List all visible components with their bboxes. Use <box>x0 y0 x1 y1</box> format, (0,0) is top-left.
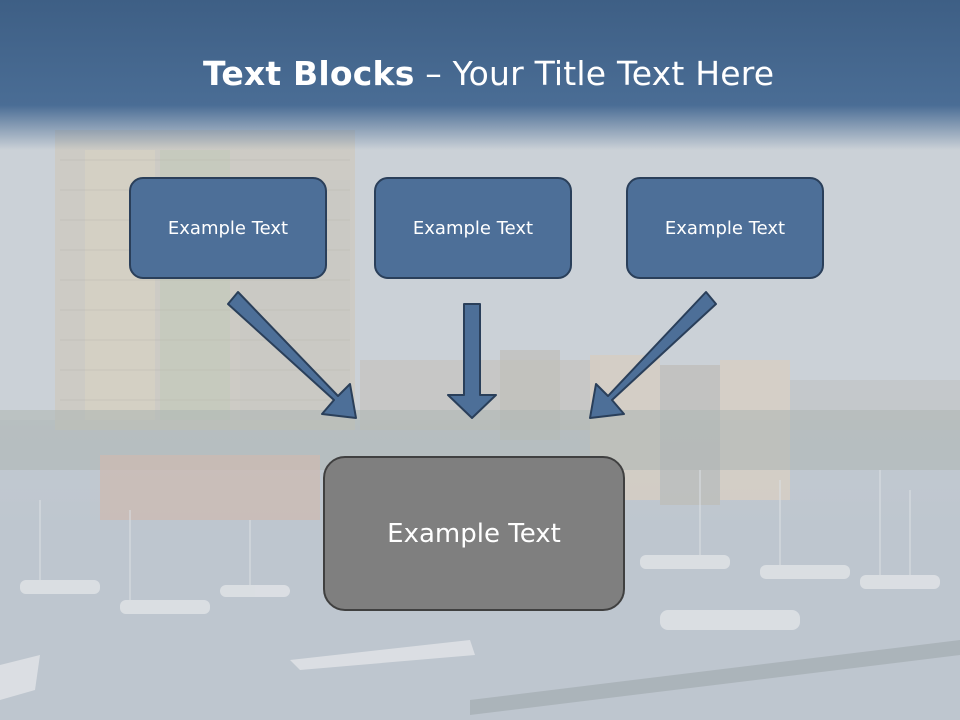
text-block-label: Example Text <box>412 217 534 239</box>
title-bar <box>0 0 960 150</box>
text-block-3[interactable]: Example Text <box>626 177 824 279</box>
text-block-label: Example Text <box>167 217 289 239</box>
title-rest-text: Your Title Text Here <box>452 54 775 93</box>
title-bold-text: Text Blocks <box>203 54 415 93</box>
text-block-2[interactable]: Example Text <box>374 177 572 279</box>
text-block-label: Example Text <box>664 217 786 239</box>
slide-title[interactable]: Text Blocks – Your Title Text Here <box>203 54 774 93</box>
title-dash: – <box>414 54 453 93</box>
text-block-1[interactable]: Example Text <box>129 177 327 279</box>
target-text-block-label: Example Text <box>387 518 561 549</box>
target-text-block[interactable]: Example Text <box>323 456 625 611</box>
